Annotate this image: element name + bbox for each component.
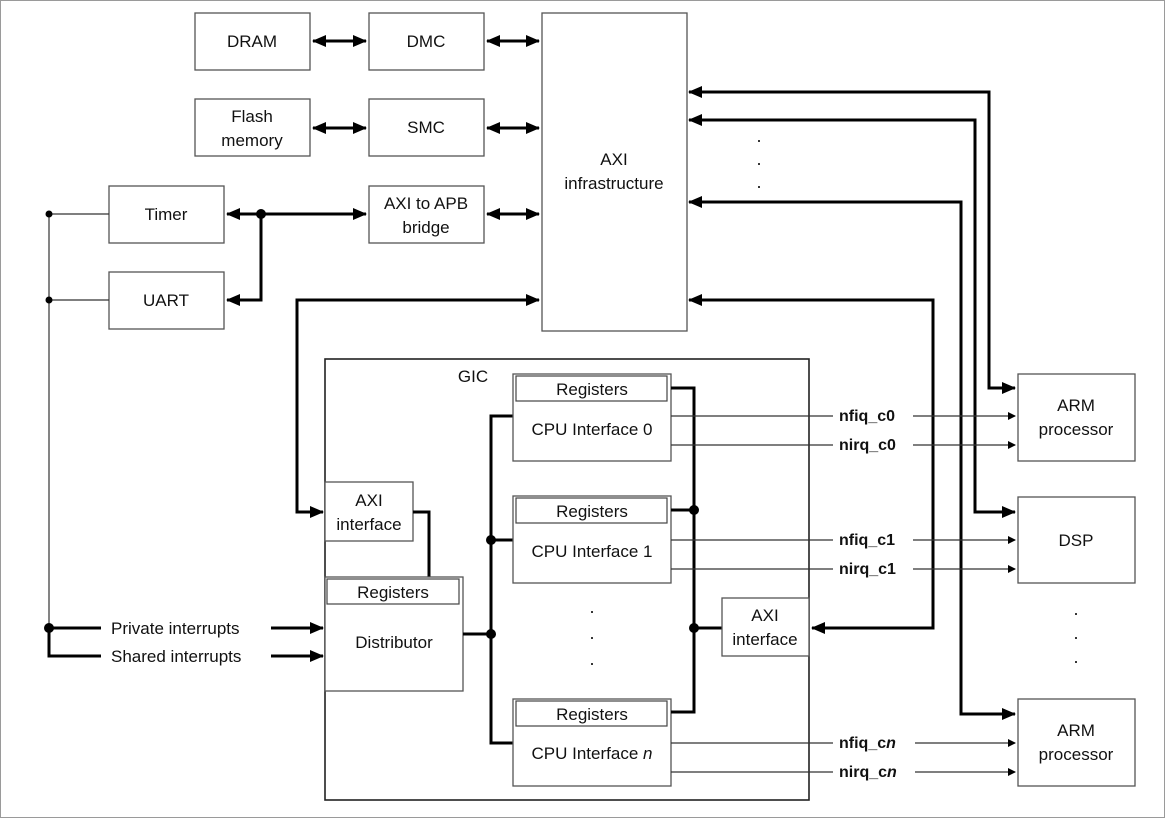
uart-bridge-link [226,214,263,306]
ellipsis-dot: . [756,149,761,169]
cpu-interface-n-label: CPU Interface n [532,744,653,763]
junction-dot [689,505,699,515]
cpu-interface-0-registers-label: Registers [556,380,628,399]
dram-label: DRAM [227,32,277,51]
nirq-c1-label: nirq_c1 [839,561,896,578]
gic-axi-interface-left [324,481,414,542]
axi-to-apb-bridge-block [368,185,485,244]
signal-labels: nfiq_c0 nirq_c0 nfiq_c1 nirq_c1 nfiq_cn … [833,404,915,782]
dmc-label: DMC [407,32,446,51]
apb-label-line2: bridge [402,218,449,237]
gic-axi-left-line1: AXI [355,491,382,510]
label-bg [833,557,913,579]
junction-dot [486,629,496,639]
shared-interrupts-label: Shared interrupts [111,647,241,666]
cpu-interface-1-label: CPU Interface 1 [532,542,653,561]
nfiq-c1-label: nfiq_c1 [839,532,895,549]
axi-arm-top-link [688,86,1016,394]
axi-infrastructure-block [541,12,688,332]
arm-top-line1: ARM [1057,396,1095,415]
nirq-cn-label: nirq_cn [839,764,897,781]
ellipsis-dot: . [756,126,761,146]
junction-dot [689,623,699,633]
junction-dot [486,535,496,545]
axi-to-gic-left-link [295,294,540,518]
axi-to-gic-right-link [688,294,935,634]
flash-label-line2: memory [221,131,283,150]
nfiq-c0-label: nfiq_c0 [839,408,895,425]
axi-infra-label-line2: infrastructure [564,174,663,193]
nfiq-cn-label: nfiq_cn [839,735,896,752]
gic-axi-right-line1: AXI [751,606,778,625]
flash-label-line1: Flash [231,107,273,126]
ellipsis-dot: . [1073,647,1078,667]
axi-arm-bottom-link [688,196,1016,720]
dsp-block [1017,496,1136,584]
cpu-interface-0-registers [515,375,668,402]
label-bg [833,760,915,782]
gic-axi-left-line2: interface [336,515,401,534]
ellipsis-dot: . [756,172,761,192]
cpu-interface-n-registers [515,700,668,727]
nirq-c0-label: nirq_c0 [839,437,896,454]
distributor-bus-wire [489,414,513,745]
dram-block [194,12,311,71]
cpu-interface-0-label: CPU Interface 0 [532,420,653,439]
arm-bottom-line2: processor [1039,745,1114,764]
bus-junction-dot [256,209,266,219]
distributor-registers [326,578,460,605]
ellipsis-dot: . [1073,623,1078,643]
arm-processor-bottom-block [1017,698,1136,787]
timer-block [108,185,225,244]
gic-axi-right-line2: interface [732,630,797,649]
label-bg [833,731,915,753]
cpu-interface-1-registers-label: Registers [556,502,628,521]
private-interrupts-label: Private interrupts [111,619,240,638]
dsp-label: DSP [1059,531,1094,550]
junction-dot [45,210,53,218]
axi-infra-label-line1: AXI [600,150,627,169]
arm-top-line2: processor [1039,420,1114,439]
flash-memory-block [194,98,311,157]
label-bg [833,433,913,455]
distributor-registers-label: Registers [357,583,429,602]
distributor-label: Distributor [355,633,433,652]
cpu-interface-n-registers-label: Registers [556,705,628,724]
ellipsis-dot: . [589,623,594,643]
axi-ellipsis: . . . [756,126,761,192]
dmc-block [368,12,485,71]
shared-wire [47,628,101,658]
arm-processor-top-block [1017,373,1136,462]
label-bg [833,404,913,426]
label-bg [833,528,913,550]
ellipsis-dot: . [589,649,594,669]
timer-label: Timer [145,205,188,224]
gic-label: GIC [458,367,488,386]
cpu-interface-ellipsis: . . . [589,597,594,669]
smc-block [368,98,485,157]
processor-ellipsis: . . . [1073,599,1078,667]
ellipsis-dot: . [589,597,594,617]
arm-bottom-line1: ARM [1057,721,1095,740]
ellipsis-dot: . [1073,599,1078,619]
smc-label: SMC [407,118,445,137]
junction-dot [45,296,53,304]
cpu-interface-1-registers [515,497,668,524]
apb-label-line1: AXI to APB [384,194,468,213]
axi-to-distributor-wire [413,510,431,577]
uart-label: UART [143,291,189,310]
